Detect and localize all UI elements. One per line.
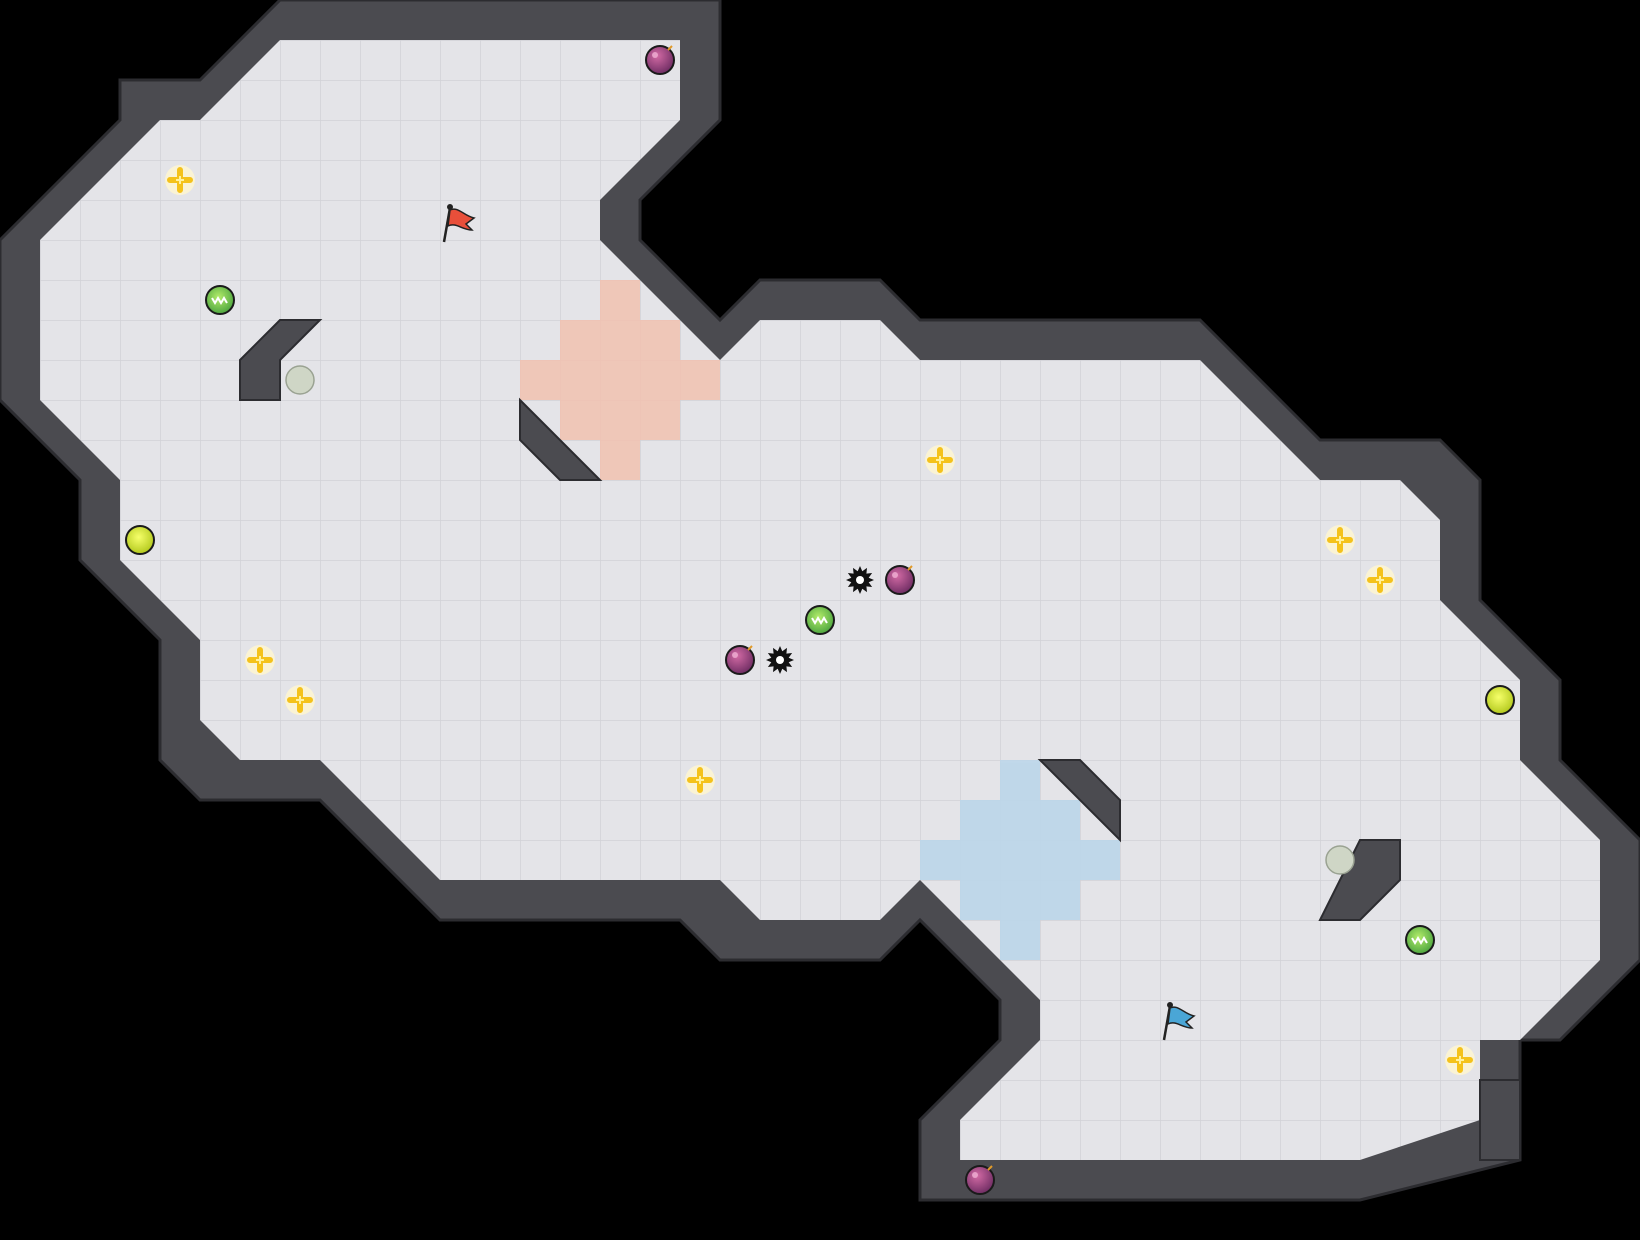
- wall-piece: [1479, 1079, 1521, 1161]
- floor: [40, 40, 1600, 1160]
- bomb-icon: [965, 1165, 995, 1195]
- wall-piece: [239, 319, 323, 401]
- bomb-icon: [725, 645, 755, 675]
- map-items: [125, 45, 1515, 1195]
- wall-piece: [1037, 759, 1121, 843]
- bomb-icon: [885, 565, 915, 595]
- boost-icon: [685, 765, 715, 795]
- arena: [0, 0, 1640, 1202]
- gate-icon: [1325, 845, 1355, 875]
- gate-icon: [285, 365, 315, 395]
- boost-icon: [285, 685, 315, 715]
- powerup-icon: [205, 285, 235, 315]
- button-icon: [1485, 685, 1515, 715]
- boost-icon: [1365, 565, 1395, 595]
- spike-icon: [766, 646, 794, 674]
- inner-walls: [239, 319, 1521, 1161]
- red-flag-icon: [442, 204, 476, 243]
- wall-piece: [1318, 839, 1401, 921]
- blue-zone: [920, 760, 1120, 960]
- boost-icon: [245, 645, 275, 675]
- bomb-icon: [645, 45, 675, 75]
- wall-piece: [519, 397, 603, 481]
- boost-icon: [1325, 525, 1355, 555]
- boost-icon: [1445, 1045, 1475, 1075]
- red-zone: [520, 280, 720, 480]
- button-icon: [125, 525, 155, 555]
- spike-icon: [846, 566, 874, 594]
- blue-flag-icon: [1162, 1002, 1196, 1041]
- powerup-icon: [805, 605, 835, 635]
- boost-icon: [925, 445, 955, 475]
- powerup-icon: [1405, 925, 1435, 955]
- boost-icon: [165, 165, 195, 195]
